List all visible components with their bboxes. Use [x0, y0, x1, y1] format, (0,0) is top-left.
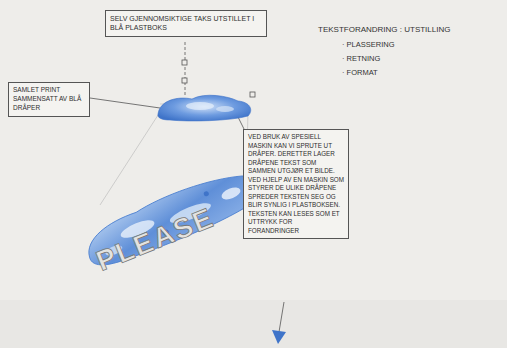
small-drop-cloud	[158, 95, 251, 121]
note-text: SAMLET PRINT SAMMENSATT AV BLÅ DRÅPER	[13, 86, 85, 112]
note-box: VED BRUK AV SPESIELL MASKIN KAN VI SPRUT…	[243, 129, 349, 239]
list-item: · PLASSERING	[342, 40, 395, 49]
note-box: SAMLET PRINT SAMMENSATT AV BLÅ DRÅPER	[8, 82, 90, 117]
note-text: VED BRUK AV SPESIELL MASKIN KAN VI SPRUT…	[248, 133, 344, 235]
pointer-arrow	[272, 302, 286, 344]
list-item: · FORMAT	[342, 68, 378, 77]
note-box: SELV GJENNOMSIKTIGE TAKS UTSTILLET I BLÅ…	[105, 10, 267, 37]
heading-note: TEKSTFORANDRING : UTSTILLING	[318, 25, 450, 34]
list-item: · RETNING	[342, 54, 380, 63]
note-text: SELV GJENNOMSIKTIGE TAKS UTSTILLET I BLÅ…	[110, 14, 262, 33]
paper-shade	[0, 300, 507, 348]
leader-line	[90, 42, 255, 129]
